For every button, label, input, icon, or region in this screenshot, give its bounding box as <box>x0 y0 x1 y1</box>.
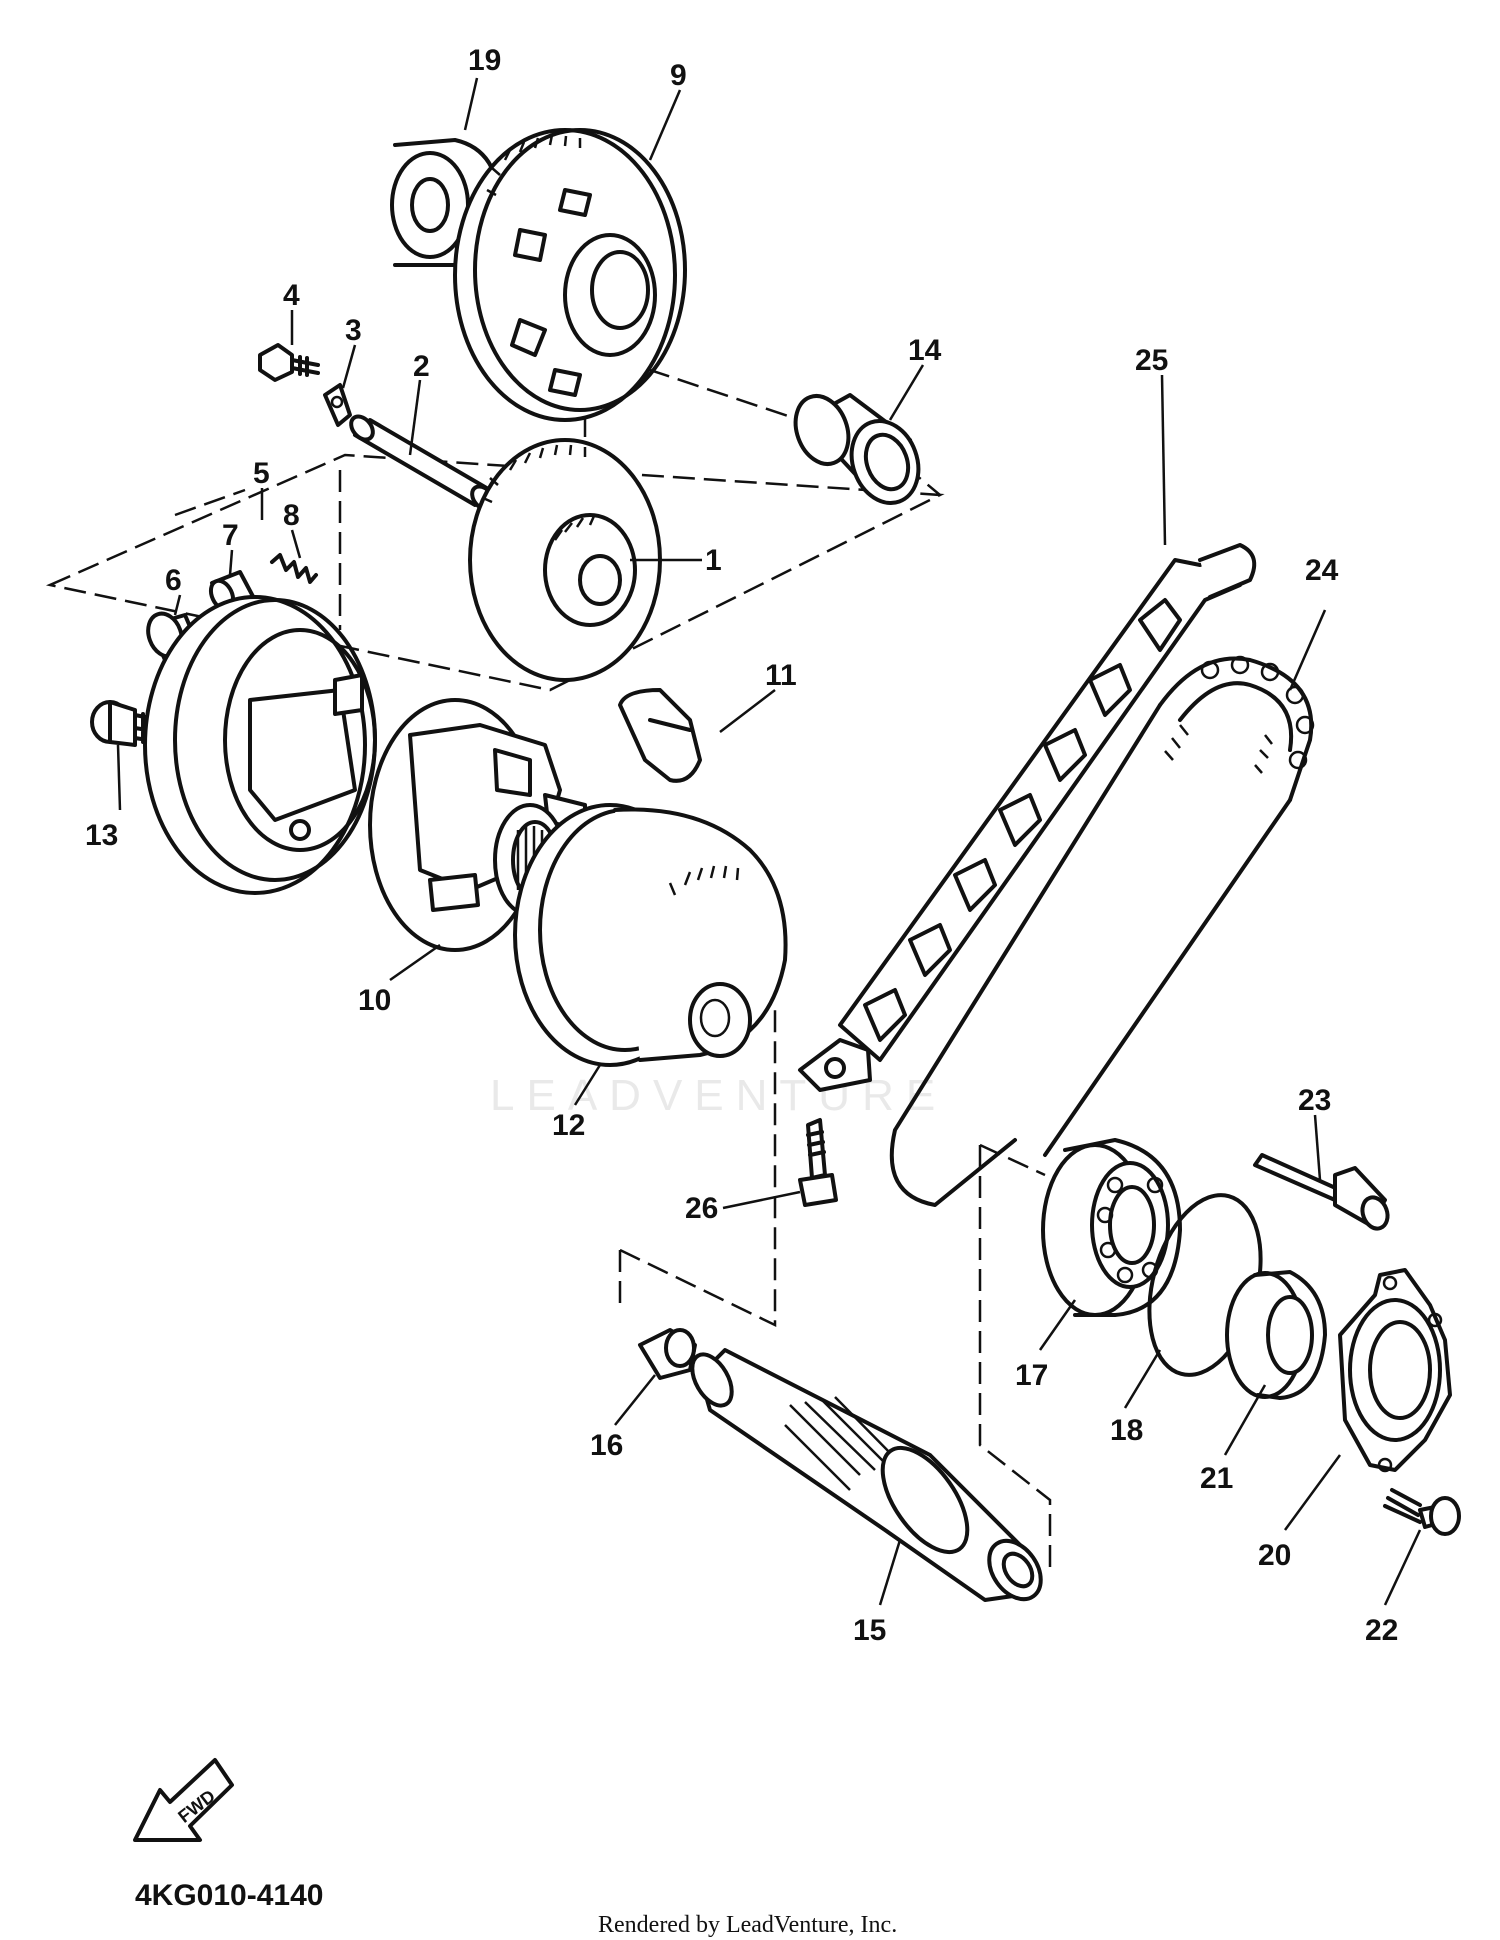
callout-24: 24 <box>1305 554 1339 587</box>
callout-23: 23 <box>1298 1084 1331 1117</box>
callout-11: 11 <box>765 659 797 692</box>
bearing-17 <box>1041 1138 1182 1317</box>
callout-12: 12 <box>552 1109 585 1142</box>
bolt-13 <box>90 700 162 747</box>
assembly-outline-lower <box>338 470 1052 1575</box>
diagram-code: 4KG010-4140 <box>135 1879 323 1912</box>
callout-14: 14 <box>908 334 942 367</box>
callout-8: 8 <box>283 499 300 532</box>
bearing-retainer-20 <box>1338 1268 1452 1473</box>
render-credit: Rendered by LeadVenture, Inc. <box>598 1912 897 1938</box>
callout-25: 25 <box>1135 344 1168 377</box>
primary-shaft-15 <box>690 1348 1043 1602</box>
callout-labels: 1 2 3 4 5 6 7 8 9 10 11 12 13 14 15 16 1… <box>85 44 1398 1647</box>
leader-lines <box>116 77 1422 1606</box>
callout-26: 26 <box>685 1192 718 1225</box>
callout-22: 22 <box>1365 1614 1398 1647</box>
callout-16: 16 <box>590 1429 623 1462</box>
collar-14 <box>793 393 921 505</box>
oil-seal-21 <box>1225 1270 1327 1400</box>
callout-21: 21 <box>1200 1462 1233 1495</box>
idle-gear-1 <box>468 438 662 682</box>
callout-17: 17 <box>1015 1359 1048 1392</box>
starter-clutch-housing <box>143 595 377 895</box>
bushing-16 <box>638 1328 697 1380</box>
callout-3: 3 <box>345 314 362 347</box>
bolt-4 <box>258 343 320 382</box>
callout-20: 20 <box>1258 1539 1291 1572</box>
callout-10: 10 <box>358 984 391 1017</box>
screw-22 <box>1383 1488 1461 1536</box>
callout-2: 2 <box>413 350 430 383</box>
one-way-clutch-10 <box>368 698 587 952</box>
pin-23 <box>1253 1153 1390 1231</box>
chain-guide-25 <box>798 543 1257 1092</box>
callout-1: 1 <box>705 544 722 577</box>
callout-15: 15 <box>853 1614 886 1647</box>
spring-8 <box>270 553 318 584</box>
lock-washer-3 <box>323 383 352 427</box>
callout-9: 9 <box>670 59 687 92</box>
starter-wheel-gear-9 <box>453 128 687 422</box>
callout-5: 5 <box>253 457 270 490</box>
timing-chain-24 <box>889 655 1315 1207</box>
fwd-arrow-icon: FWD <box>133 1758 234 1842</box>
callout-7: 7 <box>222 519 239 552</box>
starter-wheel-12 <box>513 803 788 1067</box>
callout-13: 13 <box>85 819 118 852</box>
callout-19: 19 <box>468 44 501 77</box>
callout-18: 18 <box>1110 1414 1143 1447</box>
damper-11 <box>618 688 702 783</box>
bolt-26 <box>798 1118 838 1207</box>
callout-6: 6 <box>165 564 182 597</box>
callout-4: 4 <box>283 279 300 312</box>
